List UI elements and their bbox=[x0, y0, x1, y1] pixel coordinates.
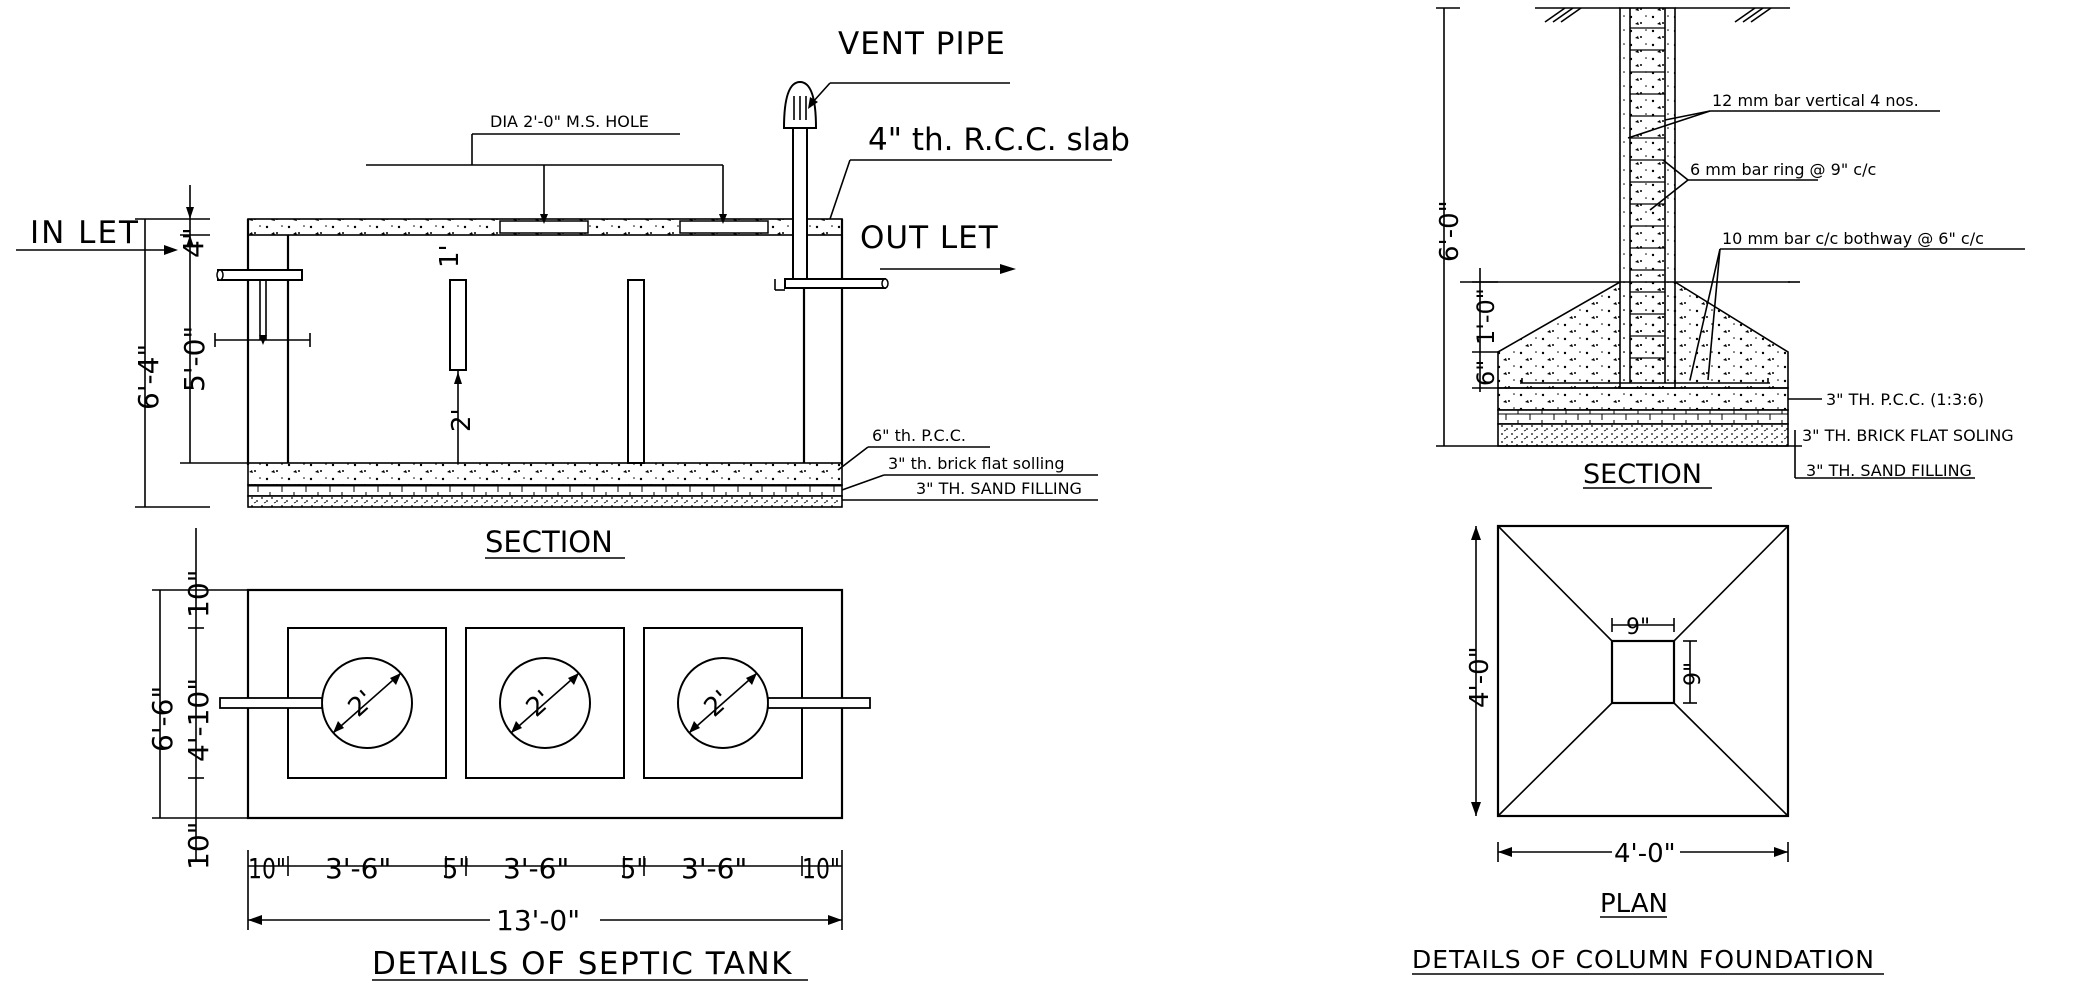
ring-bars-label: 6 mm bar ring @ 9" c/c bbox=[1690, 160, 1876, 179]
septic-tank-plan: 2' 2' 2' 6'-6" 10" 4'-10" 10" 10" 3'-6" … bbox=[146, 528, 871, 982]
plan-left-total-label: 6'-6" bbox=[146, 686, 179, 752]
brick-soling-layer bbox=[247, 484, 843, 497]
septic-tank-section: VENT PIPE DIA 2'-0" M.S. HOLE 4" th. R.C… bbox=[16, 26, 1130, 559]
vent-pipe-label: VENT PIPE bbox=[838, 26, 1006, 62]
sand-filling-label: 3" TH. SAND FILLING bbox=[916, 479, 1082, 498]
plan-inlet-pipe bbox=[219, 697, 323, 709]
sand-filling-layer bbox=[247, 495, 843, 508]
baffle-wall bbox=[449, 279, 467, 371]
plan-bottom-seg-6: 3'-6" bbox=[681, 852, 747, 885]
plan-bottom-seg-1: 10" bbox=[248, 852, 286, 885]
ms-hole-label: DIA 2'-0" M.S. HOLE bbox=[490, 112, 649, 131]
foundation-section-title: SECTION bbox=[1583, 459, 1702, 490]
plan-bottom-seg-5: 5" bbox=[620, 852, 648, 885]
column-plan-square bbox=[1610, 639, 1676, 705]
total-depth-label: 6'-4" bbox=[132, 344, 165, 410]
foundation-depth-label: 6'-0" bbox=[1435, 200, 1465, 262]
bothway-bars-label: 10 mm bar c/c bothway @ 6" c/c bbox=[1722, 229, 1984, 248]
inlet-label: IN LET bbox=[30, 215, 140, 251]
rcc-slab-label: 4" th. R.C.C. slab bbox=[868, 122, 1130, 158]
column-depth-label: 9" bbox=[1681, 662, 1706, 686]
footing-pcc-label: 3" TH. P.C.C. (1:3:6) bbox=[1826, 390, 1984, 409]
footing-brick-soling bbox=[1497, 409, 1789, 425]
septic-section-title: SECTION bbox=[485, 525, 613, 559]
footing-sand-label: 3" TH. SAND FILLING bbox=[1806, 461, 1972, 480]
plan-outlet-pipe bbox=[767, 697, 871, 709]
foundation-plan-title: PLAN bbox=[1600, 889, 1668, 919]
footing-side-label: 4'-0" bbox=[1465, 646, 1495, 708]
pcc-base bbox=[247, 462, 843, 486]
vent-pipe bbox=[792, 121, 808, 280]
baffle-top-label: 1' bbox=[435, 244, 465, 268]
column-foundation-plan: 9" 9" 4'-0" 4'-0" PLAN DETAILS OF COLUMN… bbox=[1412, 524, 1884, 975]
plan-bottom-seg-2: 3'-6" bbox=[325, 852, 391, 885]
footing-pcc bbox=[1497, 387, 1789, 411]
slab-thickness-label: 4" bbox=[177, 227, 210, 258]
plan-left-top-label: 10" bbox=[182, 569, 215, 618]
plan-left-bottom-label: 10" bbox=[182, 821, 215, 870]
base-depth-label: 6" bbox=[1472, 360, 1500, 386]
plan-bottom-seg-3: 5" bbox=[442, 852, 470, 885]
footing-depth-label: 1'-0" bbox=[1472, 288, 1500, 345]
column-foundation-title: DETAILS OF COLUMN FOUNDATION bbox=[1412, 945, 1875, 974]
inlet-pipe bbox=[217, 269, 303, 281]
chamber-2 bbox=[465, 627, 625, 779]
manhole-opening bbox=[679, 220, 769, 234]
footing-width-label: 4'-0" bbox=[1614, 839, 1676, 869]
vertical-bars-label: 12 mm bar vertical 4 nos. bbox=[1712, 91, 1919, 110]
plan-left-middle-label: 4'-10" bbox=[182, 678, 215, 762]
septic-tank-title: DETAILS OF SEPTIC TANK bbox=[372, 946, 793, 982]
plan-bottom-seg-4: 3'-6" bbox=[503, 852, 569, 885]
outlet-label: OUT LET bbox=[860, 220, 999, 256]
column-foundation-section: 12 mm bar vertical 4 nos. 6 mm bar ring … bbox=[1435, 7, 2025, 490]
plan-bottom-seg-7: 10" bbox=[802, 852, 840, 885]
water-depth-label: 5'-0" bbox=[178, 326, 211, 392]
partition-wall bbox=[627, 279, 645, 464]
footing-sand-filling bbox=[1497, 423, 1789, 447]
column-shaft bbox=[1619, 7, 1676, 389]
footing-brick-label: 3" TH. BRICK FLAT SOLING bbox=[1802, 426, 2014, 445]
baffle-bottom-label: 2' bbox=[447, 408, 477, 432]
overall-length-label: 13'-0" bbox=[496, 904, 580, 937]
pcc-label: 6" th. P.C.C. bbox=[872, 426, 966, 445]
column-width-label: 9" bbox=[1626, 615, 1650, 640]
brick-soling-label: 3" th. brick flat solling bbox=[888, 454, 1065, 473]
outlet-pipe bbox=[784, 278, 886, 289]
